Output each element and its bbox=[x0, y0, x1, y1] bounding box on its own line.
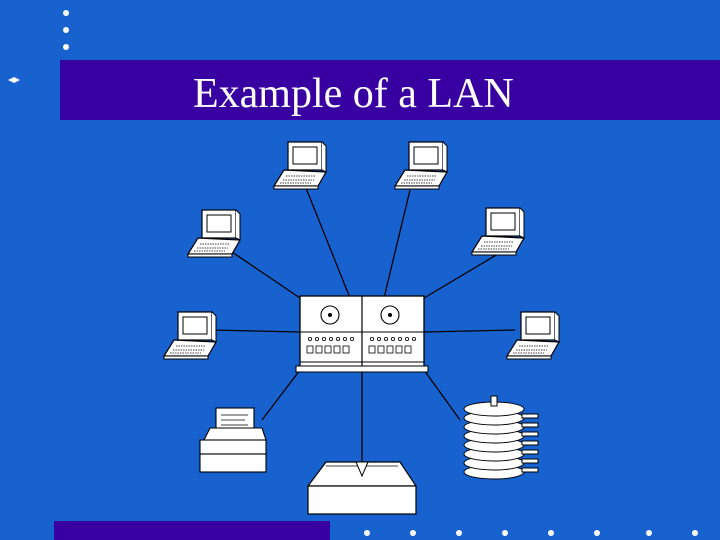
computer-terminal-icon bbox=[163, 311, 217, 360]
computer-terminal-icon bbox=[187, 209, 241, 258]
plotter-icon bbox=[306, 461, 418, 515]
computer-terminal-icon bbox=[506, 311, 560, 360]
printer-icon bbox=[199, 407, 267, 473]
computer-terminal-icon bbox=[471, 207, 525, 256]
decorative-dots bbox=[8, 10, 698, 536]
computer-terminal-icon bbox=[273, 141, 327, 190]
slide-title: Example of a LAN bbox=[193, 71, 514, 117]
network-links bbox=[209, 187, 516, 462]
bottom-bar bbox=[54, 521, 330, 540]
computer-terminal-icon bbox=[394, 141, 448, 190]
title-bar bbox=[60, 60, 720, 120]
disk-stack-icon bbox=[463, 395, 539, 480]
mainframe-server-icon bbox=[295, 295, 429, 373]
